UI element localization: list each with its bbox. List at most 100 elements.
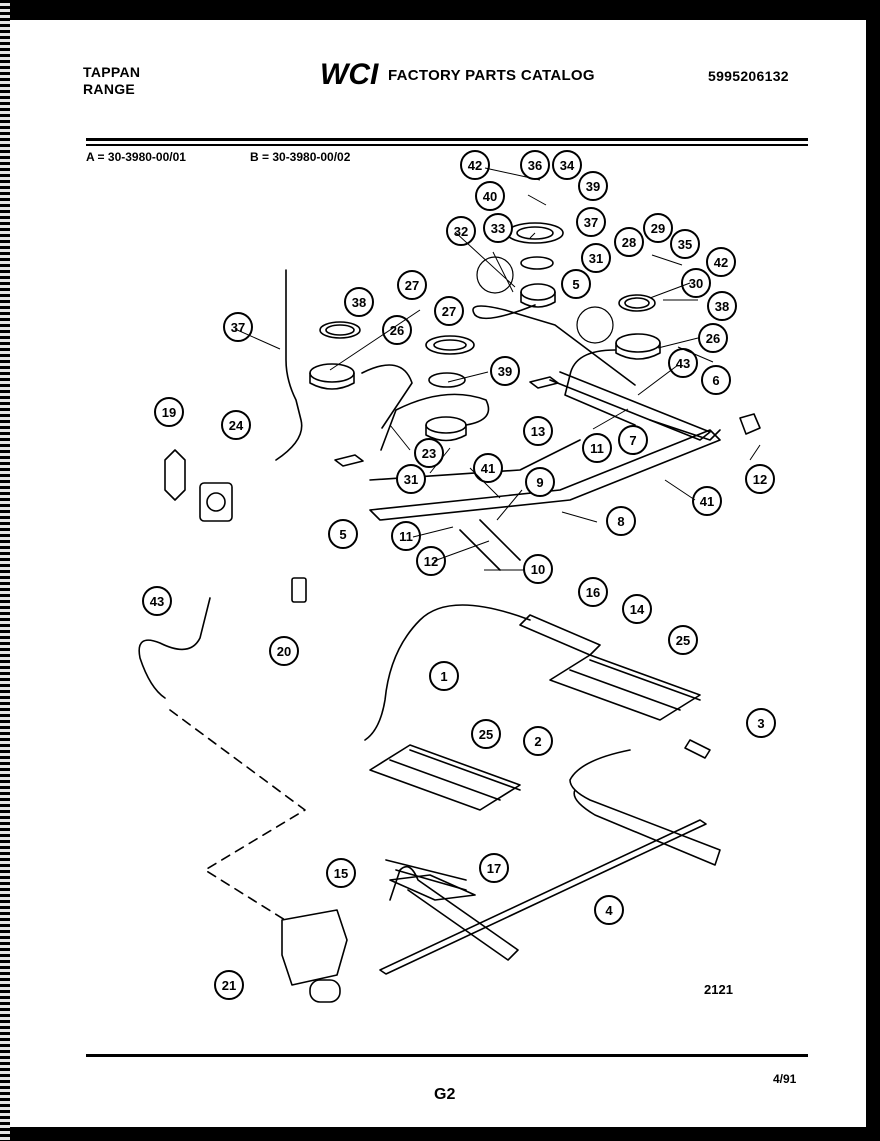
callout-38: 38 (344, 287, 374, 317)
callout-11: 11 (582, 433, 612, 463)
callout-21: 21 (214, 970, 244, 1000)
callout-31: 31 (396, 464, 426, 494)
callout-number: 31 (589, 251, 603, 266)
callout-24: 24 (221, 410, 251, 440)
callout-number: 1 (440, 669, 447, 684)
product-type: RANGE (83, 81, 136, 97)
callout-number: 11 (399, 529, 413, 544)
header-rule (86, 138, 808, 141)
callout-number: 5 (339, 527, 346, 542)
callout-number: 42 (714, 255, 728, 270)
callout-20: 20 (269, 636, 299, 666)
callout-number: 14 (630, 602, 645, 617)
callout-37: 37 (576, 207, 606, 237)
callout-number: 26 (706, 331, 720, 346)
callout-31: 31 (581, 243, 611, 273)
callout-number: 41 (481, 461, 495, 476)
callout-number: 15 (334, 866, 348, 881)
callout-25: 25 (668, 625, 698, 655)
callout-number: 41 (700, 494, 714, 509)
callout-number: 24 (229, 418, 244, 433)
callout-leaders (234, 167, 761, 571)
callout-number: 37 (231, 320, 245, 335)
callout-3: 3 (746, 708, 776, 738)
model-b-label: B = 30-3980-00/02 (250, 150, 351, 164)
callout-11: 11 (391, 521, 421, 551)
callout-42: 42 (706, 247, 736, 277)
callout-number: 34 (560, 158, 575, 173)
callout-28: 28 (614, 227, 644, 257)
callout-30: 30 (681, 268, 711, 298)
callout-number: 11 (590, 441, 604, 456)
callout-12: 12 (745, 464, 775, 494)
callout-34: 34 (552, 150, 582, 180)
callout-6: 6 (701, 365, 731, 395)
callout-number: 40 (483, 189, 497, 204)
callout-40: 40 (475, 181, 505, 211)
callout-number: 13 (531, 424, 545, 439)
callout-number: 5 (572, 277, 579, 292)
callout-number: 32 (454, 224, 468, 239)
callout-number: 36 (528, 158, 542, 173)
callout-number: 25 (479, 727, 493, 742)
callout-number: 25 (676, 633, 690, 648)
callout-number: 12 (753, 472, 767, 487)
callout-number: 30 (689, 276, 703, 291)
callout-number: 42 (468, 158, 482, 173)
callout-7: 7 (618, 425, 648, 455)
callout-32: 32 (446, 216, 476, 246)
callout-number: 19 (162, 405, 176, 420)
callout-12: 12 (416, 546, 446, 576)
brand-name: TAPPAN (83, 64, 141, 80)
scan-edge-artifact (0, 0, 10, 1141)
callout-26: 26 (698, 323, 728, 353)
callout-19: 19 (154, 397, 184, 427)
callout-number: 17 (487, 861, 501, 876)
callout-number: 10 (531, 562, 545, 577)
callout-number: 39 (498, 364, 512, 379)
callout-35: 35 (670, 229, 700, 259)
callout-29: 29 (643, 213, 673, 243)
catalog-title: FACTORY PARTS CATALOG (388, 67, 595, 84)
callout-10: 10 (523, 554, 553, 584)
callout-43: 43 (142, 586, 172, 616)
callout-27: 27 (434, 296, 464, 326)
callout-38: 38 (707, 291, 737, 321)
callout-39: 39 (578, 171, 608, 201)
page-code: G2 (434, 1086, 456, 1103)
callout-36: 36 (520, 150, 550, 180)
callout-number: 20 (277, 644, 291, 659)
callout-26: 26 (382, 315, 412, 345)
callout-number: 28 (622, 235, 636, 250)
callout-number: 27 (442, 304, 456, 319)
model-a-label: A = 30-3980-00/01 (86, 150, 186, 164)
callout-number: 7 (629, 433, 636, 448)
callout-number: 16 (586, 585, 600, 600)
callout-1: 1 (429, 661, 459, 691)
parts-catalog-page: TAPPAN RANGE WCI FACTORY PARTS CATALOG 5… (10, 20, 866, 1127)
callout-number: 21 (222, 978, 236, 993)
callout-number: 23 (422, 446, 436, 461)
callout-number: 37 (584, 215, 598, 230)
callout-15: 15 (326, 858, 356, 888)
callout-number: 38 (352, 295, 366, 310)
callout-41: 41 (473, 453, 503, 483)
callout-number: 38 (715, 299, 729, 314)
callout-37: 37 (223, 312, 253, 342)
callout-2: 2 (523, 726, 553, 756)
callout-number: 27 (405, 278, 419, 293)
wci-logo: WCI (320, 58, 379, 90)
callout-25: 25 (471, 719, 501, 749)
footer-rule (86, 1054, 808, 1057)
callout-43: 43 (668, 348, 698, 378)
callout-number: 29 (651, 221, 665, 236)
callout-number: 26 (390, 323, 404, 338)
callout-17: 17 (479, 853, 509, 883)
callout-number: 9 (536, 475, 543, 490)
svg-text:WCI: WCI (320, 58, 379, 90)
revision-date: 4/91 (773, 1072, 797, 1086)
callout-number: 12 (424, 554, 438, 569)
callout-13: 13 (523, 416, 553, 446)
callout-number: 35 (678, 237, 692, 252)
